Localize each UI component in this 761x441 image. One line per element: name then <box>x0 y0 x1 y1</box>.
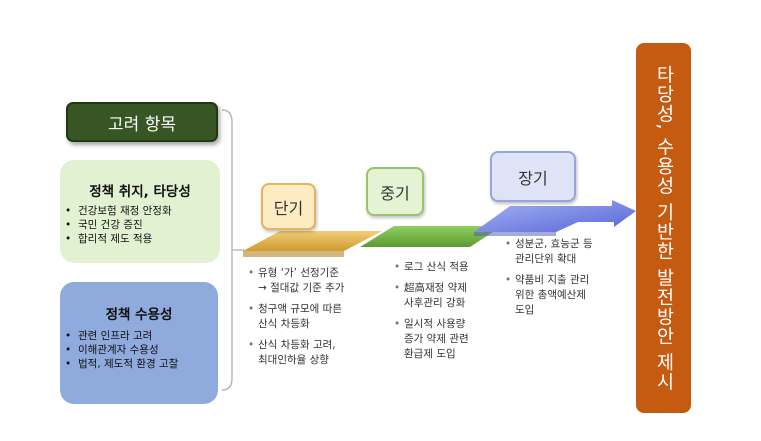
long-arrow-shape <box>474 200 636 232</box>
mid-term-actions: 로그 산식 적용 超高재정 약제 사후관리 강화 일시적 사용량 증가 약제 관… <box>392 260 498 368</box>
policy-purpose-title: 정책 취지, 타당성 <box>89 184 191 200</box>
stage-long-term-label: 장기 <box>518 168 548 188</box>
consideration-header: 고려 항목 <box>66 102 218 142</box>
consideration-header-label: 고려 항목 <box>108 114 176 135</box>
list-item: 약품비 지출 관리 위한 총액예산제 도입 <box>503 273 633 318</box>
result-banner: 타당성, 수용성 기반한 발전방안 제시 <box>636 43 691 413</box>
list-item: 산식 차등화 고려, 최대인하율 상향 <box>246 338 386 368</box>
list-item: 합리적 제도 적용 <box>60 232 220 246</box>
mid-step-shape <box>360 226 502 247</box>
stage-mid-term-label: 중기 <box>380 183 410 203</box>
policy-purpose-card: 정책 취지, 타당성 건강보험 재정 안정화 국민 건강 증진 합리적 제도 적… <box>60 160 220 263</box>
list-item: 건강보험 재정 안정화 <box>60 204 220 218</box>
stage-short-term: 단기 <box>261 183 316 230</box>
list-item: 로그 산식 적용 <box>392 260 498 275</box>
list-item: 국민 건강 증진 <box>60 218 220 232</box>
bracket-line <box>221 109 233 391</box>
result-banner-text: 타당성, 수용성 기반한 발전방안 제시 <box>653 64 675 392</box>
list-item: 성분군, 효능군 등 관리단위 확대 <box>503 237 633 267</box>
short-term-actions: 유형 ‘가’ 선정기준 → 절대값 기준 추가 청구액 규모에 따른 산식 차등… <box>246 266 386 374</box>
policy-acceptance-card: 정책 수용성 관련 인프라 고려 이해관계자 수용성 법적, 제도적 환경 고찰 <box>60 282 218 404</box>
list-item: 일시적 사용량 증가 약제 관련 환급제 도입 <box>392 317 498 362</box>
policy-acceptance-title: 정책 수용성 <box>105 307 173 323</box>
stage-short-term-label: 단기 <box>273 198 304 218</box>
list-item: 이해관계자 수용성 <box>60 343 218 357</box>
list-item: 超高재정 약제 사후관리 강화 <box>392 281 498 311</box>
list-item: 관련 인프라 고려 <box>60 329 218 343</box>
list-item: 청구액 규모에 따른 산식 차등화 <box>246 302 386 332</box>
stage-long-term: 장기 <box>490 151 576 202</box>
list-item: 유형 ‘가’ 선정기준 → 절대값 기준 추가 <box>246 266 386 296</box>
long-term-actions: 성분군, 효능군 등 관리단위 확대 약품비 지출 관리 위한 총액예산제 도입 <box>503 237 633 324</box>
list-item: 법적, 제도적 환경 고찰 <box>60 357 218 371</box>
short-step-shape <box>243 231 382 251</box>
stage-mid-term: 중기 <box>366 167 424 216</box>
